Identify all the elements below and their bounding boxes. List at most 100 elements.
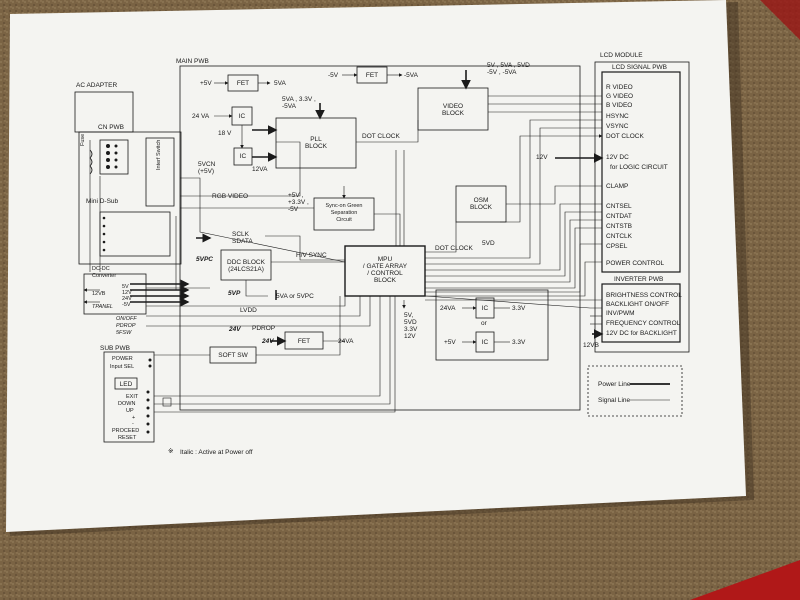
interf-switch-label: Interf Switch — [156, 139, 162, 170]
led-box — [114, 377, 138, 390]
lcd-item: HSYNC — [606, 113, 629, 120]
fet1-input-label: +5V — [200, 80, 212, 87]
24v-label: 24V — [229, 326, 241, 333]
main-pwb-label: MAIN PWB — [176, 58, 209, 65]
sub-pwb-item: PROCEED — [112, 428, 140, 434]
video-block-box — [417, 87, 489, 131]
ic2-output-label: 12VA — [252, 166, 268, 173]
chip-icon — [162, 397, 172, 407]
dcdc-outputs-label: 5V 12V 24V -5V — [122, 284, 132, 308]
cn-pwb-box — [78, 131, 182, 265]
ic2-label: IC — [239, 153, 247, 160]
lcd-item: CLAMP — [606, 183, 629, 190]
video-block-label: VIDEO BLOCK — [441, 103, 465, 117]
lcd-module-label: LCD MODULE — [600, 52, 643, 59]
sub-pwb-label: SUB PWB — [100, 345, 130, 352]
fet3-output-label: 24VA — [338, 338, 354, 345]
lcd-item: for LOGIC CIRCUIT — [610, 164, 668, 171]
lcd-item: CPSEL — [606, 243, 628, 250]
sclk-sdata-label: SCLK SDATA — [232, 231, 253, 245]
lcd-signal-pwb-box — [601, 71, 681, 273]
lcd-item: CNTSEL — [606, 203, 632, 210]
lcd-signal-pwb-label: LCD SIGNAL PWB — [612, 64, 668, 71]
5vcn-label: 5VCN (+5V) — [198, 161, 216, 175]
5vpc-label: 5VPC — [196, 256, 213, 263]
dcdc-12vb-label: 12VB — [92, 291, 106, 297]
inverter-item: INV/PWM — [606, 310, 635, 317]
inverter-pwb-box — [601, 283, 681, 343]
ic-18v-label: 18 V — [218, 130, 232, 137]
red-fabric-top — [760, 0, 800, 40]
ic3-output-label: 3.3V — [512, 305, 526, 312]
paper-sheet — [6, 0, 746, 532]
dcdc-label: DC-DC Converter — [92, 266, 117, 279]
legend-power-line: Power Line — [598, 381, 631, 388]
main-pwb-box — [179, 65, 581, 411]
5vp-label: 5VP — [228, 290, 241, 297]
dcdc-tpanel-label: TPANEL — [92, 304, 113, 310]
inverter-item: FREQUENCY CONTROL — [606, 320, 681, 327]
footnote-text: Italic : Active at Power off — [180, 449, 253, 456]
lcd-item: CNTCLK — [606, 233, 633, 240]
sub-pwb-item: RESET — [118, 435, 137, 441]
dcdc-box — [83, 273, 147, 315]
footnote-mark: ※ — [168, 448, 174, 455]
mpu-block-box — [344, 245, 426, 297]
lcd-item: CNTSTB — [606, 223, 632, 230]
inverter-pwb-label: INVERTER PWB — [614, 276, 664, 283]
ic4-label: IC — [481, 339, 489, 346]
sync-circuit-label: Sync-on Green Separation Circuit — [325, 203, 363, 223]
ddc-block-label: DDC BLOCK (24LCS21A) — [227, 259, 265, 273]
12vb-label: 12VB — [583, 342, 599, 349]
ic3-label: IC — [481, 305, 489, 312]
lcd-item: R VIDEO — [606, 84, 633, 91]
lcd-item: CNTDAT — [606, 213, 632, 220]
cn-pwb-label: CN PWB — [98, 124, 124, 131]
ic3-input-label: 24VA — [440, 305, 456, 312]
red-fabric — [690, 560, 800, 600]
fet2-label: FET — [365, 72, 379, 79]
fet2-input-label: -5V — [328, 72, 339, 79]
sub-pwb-item: UP — [126, 408, 134, 414]
ic1-label: IC — [238, 113, 246, 120]
pdrop-label: PDROP — [252, 325, 276, 332]
sub-pwb-item: Input SEL — [110, 364, 135, 370]
sub-pwb-item: EXIT — [126, 394, 139, 400]
or-label: or — [481, 320, 487, 327]
mpu-block-label: MPU / GATE ARRAY / CONTROL BLOCK — [362, 256, 408, 284]
5vd-label: 5VD — [482, 240, 495, 247]
legend-signal-line: Signal Line — [598, 397, 631, 404]
lcd-item: B VIDEO — [606, 102, 633, 109]
fuse-icon — [89, 149, 93, 175]
interf-switch-box — [145, 137, 175, 207]
sub-pwb-item: + — [132, 415, 136, 421]
rgb-video-label: RGB VIDEO — [212, 193, 249, 200]
lcd-module-box — [594, 61, 690, 353]
inverter-item: BRIGHTNESS CONTROL — [606, 292, 682, 299]
sub-pwb-box — [103, 351, 155, 443]
sub-pwb-item: POWER — [112, 356, 133, 362]
soft-sw-label: SOFT SW — [218, 352, 248, 359]
sub-pwb-item: DOWN — [118, 401, 136, 407]
sync-input-label: +5V , +3.3V , -5V — [288, 192, 309, 213]
ac-adapter-label: AC ADAPTER — [76, 82, 118, 89]
fet1-output-label: 5VA — [274, 80, 286, 87]
mini-dsub-label: Mini D-Sub — [86, 198, 119, 205]
connector-block — [99, 139, 129, 175]
12v-label: 12V — [536, 154, 548, 161]
ic1-input-label: 24 VA — [192, 113, 210, 120]
osm-block-label: OSM BLOCK — [469, 197, 493, 211]
led-label: LED — [119, 381, 133, 388]
5va-5vpc-label: 5VA or 5VPC — [276, 293, 314, 300]
hv-sync-label: H/V SYNC — [296, 252, 327, 259]
dot-clock-mid-label: DOT CLOCK — [435, 245, 473, 252]
lvdd-label: LVDD — [240, 307, 257, 314]
sub-pwb-item: - — [132, 421, 134, 427]
video-input-label: 5V , 5VA , 5VD -5V , -5VA — [487, 62, 530, 76]
lcd-item: G VIDEO — [606, 93, 634, 100]
inverter-item: 12V DC for BACKLIGHT — [606, 330, 677, 337]
ic4-input-label: +5V — [444, 339, 456, 346]
mpu-supply-label: 5V, 5VD 3.3V 12V — [404, 312, 418, 340]
pll-block-label: PLL BLOCK — [304, 136, 328, 150]
inverter-item: BACKLIGHT ON/OFF — [606, 301, 670, 308]
